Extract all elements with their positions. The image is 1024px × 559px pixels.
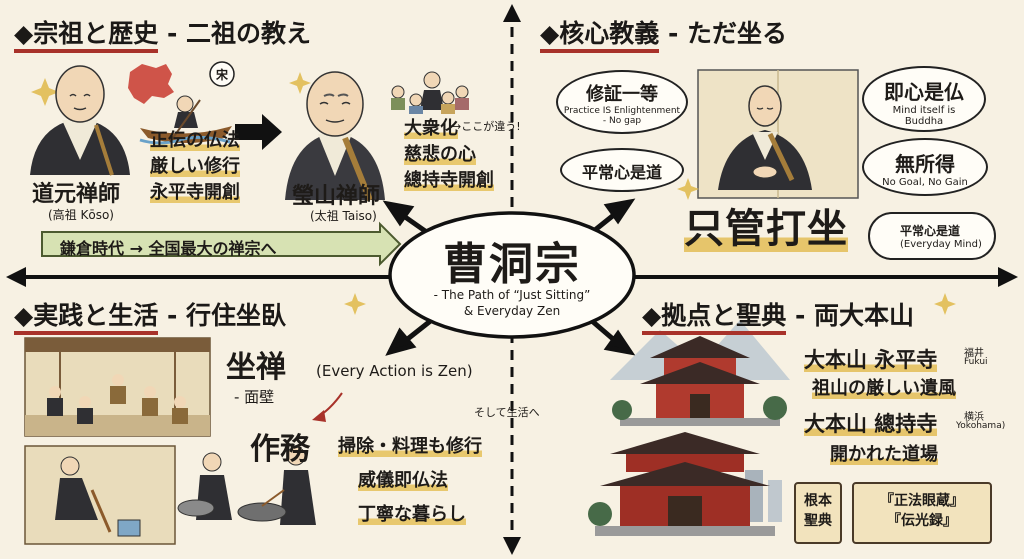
and-life-label: そして生活へ <box>474 406 540 419</box>
zazen-scene <box>697 69 859 199</box>
zendo-hall-illustration <box>24 337 211 437</box>
eiheiji-location-en: Fukui <box>964 357 988 367</box>
mountains <box>610 320 790 380</box>
scroll-right-line-1: 『正法眼蔵』 <box>880 493 964 509</box>
succession-arrow <box>235 114 282 150</box>
china-map-icon <box>128 64 174 104</box>
sojiji-label: 大本山 總持寺 <box>804 412 938 436</box>
dogen-point: 永平寺開創 <box>150 182 240 203</box>
eiheiji-location-jp: 福井 <box>964 348 984 359</box>
samu-label: 作務 <box>250 432 310 467</box>
diagonal-arrows <box>382 198 636 356</box>
q2-heading-right: - ただ坐る <box>659 19 788 48</box>
shusho-bubble: 修証一等 Practice IS Enlightenment - No gap <box>556 70 688 134</box>
heijoshin-mind-title: 平常心是道 <box>900 224 961 238</box>
q3-heading-left: ◆実践と生活 <box>14 301 159 335</box>
axis-arrow-left <box>6 267 26 287</box>
q4-heading: ◆拠点と聖典 - 両大本山 <box>642 296 915 335</box>
scroll-left-line-2: 聖典 <box>804 513 832 529</box>
sparkle-icon <box>31 78 59 106</box>
shusho-sub-2: - No gap <box>602 116 642 126</box>
scroll-right-line-2: 『伝光録』 <box>887 513 957 529</box>
dogen-illustration <box>30 65 130 176</box>
samu-points: 掃除・料理も修行 威儀即仏法 丁寧な暮らし <box>338 430 482 532</box>
samu-cleaning-illustration <box>24 445 176 545</box>
axis-arrow-down <box>503 537 521 555</box>
axis-arrow-right <box>998 267 1018 287</box>
dogen-title: (高祖 Kōso) <box>48 208 114 222</box>
q2-heading-left: ◆核心教義 <box>540 19 660 53</box>
sojiji-location-jp: 横浜 <box>964 412 984 423</box>
center-subtitle-2: & Everyday Zen <box>463 304 561 318</box>
q1-heading: ◆宗祖と歴史 - 二祖の教え <box>14 14 312 53</box>
heijoshin-mind-bubble: 平常心是道 (Everyday Mind) <box>868 212 996 260</box>
keizan-point: 大衆化 <box>404 118 458 139</box>
difference-note: →ここが違う! <box>452 120 521 133</box>
sokushin-sub-2: Buddha <box>904 116 944 127</box>
song-badge <box>209 61 235 87</box>
sokushin-bubble: 即心是仏 Mind itself is Buddha <box>862 66 986 132</box>
scroll-left-line-1: 根本 <box>804 493 832 509</box>
mushotoku-sub: No Goal, No Gain <box>882 177 968 188</box>
era-banner-text: 鎌倉時代 → 全国最大の禅宗へ <box>60 239 277 258</box>
keizan-points: 大衆化 慈悲の心 總持寺開創 <box>404 116 494 194</box>
center-ellipse <box>388 211 636 339</box>
sokushin-title: 即心是仏 <box>884 80 964 104</box>
menpeki-label: - 面壁 <box>234 388 275 406</box>
sojiji-desc: 開かれた道場 <box>830 444 938 465</box>
samu-cooking-illustration <box>177 446 316 525</box>
samu-point: 掃除・料理も修行 <box>338 436 482 457</box>
mushotoku-bubble: 無所得 No Goal, No Gain <box>862 138 988 196</box>
era-banner <box>41 221 402 267</box>
shusho-sub-1: Practice IS Enlightenment <box>563 106 681 116</box>
dogen-point: 正伝の仏法 <box>150 130 240 151</box>
q4-heading-left: ◆拠点と聖典 <box>642 301 787 335</box>
every-action-label: (Every Action is Zen) <box>316 362 473 380</box>
song-label: 宋 <box>215 68 228 82</box>
curved-arrow-head <box>312 410 326 422</box>
shikantaza: 只管打坐 <box>684 206 848 252</box>
sparkle-icon <box>677 178 699 200</box>
scroll-scriptures-label: 根本 聖典 <box>794 482 842 544</box>
q3-heading: ◆実践と生活 - 行住坐臥 <box>14 296 287 335</box>
q1-heading-left: ◆宗祖と歴史 <box>14 19 159 53</box>
mushotoku-title: 無所得 <box>895 152 955 176</box>
heijoshin-text: 平常心是道 <box>581 163 662 182</box>
samu-point: 丁寧な暮らし <box>358 504 466 525</box>
heijoshin-mind-sub: (Everyday Mind) <box>900 239 982 250</box>
center-subtitle-1: - The Path of “Just Sitting” <box>433 288 591 302</box>
q3-heading-right: - 行住坐臥 <box>158 301 287 330</box>
sparkle-icon <box>934 293 956 315</box>
sparkle-icon <box>344 293 366 315</box>
sparkle-icon <box>289 72 311 94</box>
q2-heading: ◆核心教義 - ただ坐る <box>540 14 788 53</box>
zazen-label: 坐禅 <box>226 350 286 385</box>
samu-point: 威儀即仏法 <box>358 470 448 491</box>
eiheiji-temple-illustration <box>612 336 787 426</box>
sojiji-temple-illustration <box>588 432 782 536</box>
shusho-title: 修証一等 <box>586 84 658 105</box>
dogen-point: 厳しい修行 <box>150 156 240 177</box>
crowd-illustration <box>391 71 469 114</box>
eiheiji-label: 大本山 永平寺 <box>804 348 938 372</box>
keizan-point: 總持寺開創 <box>404 170 494 191</box>
keizan-name: 瑩山禅師 <box>292 184 381 209</box>
keizan-illustration <box>285 71 385 202</box>
keizan-point: 慈悲の心 <box>404 144 476 165</box>
heijoshin-bubble: 平常心是道 <box>560 148 684 192</box>
keizan-title: (太祖 Taiso) <box>310 209 377 223</box>
axis-arrow-up <box>503 4 521 22</box>
sokushin-sub-1: Mind itself is <box>892 105 956 116</box>
dogen-points: 正伝の仏法 厳しい修行 永平寺開創 <box>150 128 240 206</box>
q4-heading-right: - 両大本山 <box>786 301 915 330</box>
q1-heading-right: - 二祖の教え <box>158 19 312 48</box>
sojiji-location-en: Yokohama) <box>956 421 1006 431</box>
dogen-name: 道元禅師 <box>32 182 121 207</box>
scroll-scriptures-titles: 『正法眼蔵』 『伝光録』 <box>852 482 992 544</box>
eiheiji-desc: 祖山の厳しい遺風 <box>812 378 956 399</box>
center-title: 曹洞宗 <box>443 239 581 290</box>
